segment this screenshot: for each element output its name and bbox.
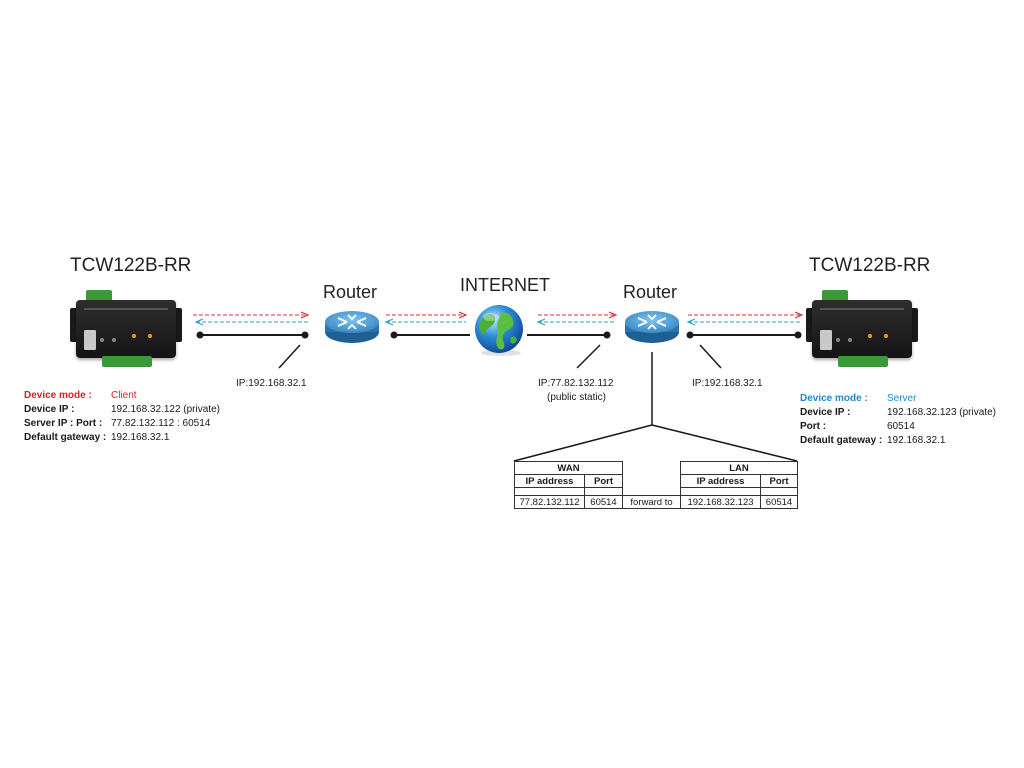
globe-icon xyxy=(475,305,523,356)
right-router-lan-ip: IP:192.168.32.1 xyxy=(692,378,763,389)
right-device-name: TCW122B-RR xyxy=(809,255,931,276)
left-mode-value: Client xyxy=(111,390,137,401)
lan-port-column-header: Port xyxy=(760,474,799,488)
forward-to-cell: forward to xyxy=(622,495,682,509)
left-gw-value: 192.168.32.1 xyxy=(111,432,170,443)
link-segment-4 xyxy=(686,315,803,339)
link-segment-1 xyxy=(193,315,309,339)
left-router-label: Router xyxy=(323,282,378,302)
right-router-label: Router xyxy=(623,282,678,302)
right-ip-label: Device IP : xyxy=(800,407,851,418)
left-gw-label: Default gateway : xyxy=(24,432,107,443)
right-mode-value: Server xyxy=(887,393,917,404)
right-router-wan-note: (public static) xyxy=(547,392,606,403)
right-port-label: Port : xyxy=(800,421,827,432)
right-gw-value: 192.168.32.1 xyxy=(887,435,946,446)
left-ip-value: 192.168.32.122 (private) xyxy=(111,404,220,415)
router-icon xyxy=(625,311,679,343)
table-row xyxy=(514,487,799,496)
tcw122b-device-icon xyxy=(70,290,182,370)
wan-ip-cell: 77.82.132.112 xyxy=(514,495,585,509)
pf-table-callout xyxy=(513,352,798,462)
left-server-value: 77.82.132.112 : 60514 xyxy=(111,418,211,429)
right-ip-value: 192.168.32.123 (private) xyxy=(887,407,996,418)
internet-label: INTERNET xyxy=(460,275,550,295)
right-gw-label: Default gateway : xyxy=(800,435,883,446)
right-router-wan-ip: IP:77.82.132.112 xyxy=(538,378,614,389)
lan-port-cell: 60514 xyxy=(760,495,799,509)
wan-port-cell: 60514 xyxy=(583,495,624,509)
wan-port-column-header: Port xyxy=(583,474,624,488)
lan-ip-column-header: IP address xyxy=(680,474,762,488)
table-row: 77.82.132.112 60514 forward to 192.168.3… xyxy=(514,495,799,509)
left-router-ip-leader xyxy=(278,344,301,369)
right-port-value: 60514 xyxy=(887,421,915,432)
left-device-name: TCW122B-RR xyxy=(70,255,192,276)
port-forward-table: WAN LAN IP address Port IP address Port … xyxy=(513,461,799,509)
wan-ip-column-header: IP address xyxy=(514,474,585,488)
wan-header: WAN xyxy=(513,461,624,475)
left-ip-label: Device IP : xyxy=(24,404,75,415)
right-router-wan-ip-leader xyxy=(576,344,601,369)
left-server-label: Server IP : Port : xyxy=(24,418,103,429)
table-row: WAN LAN xyxy=(513,461,799,475)
right-mode-label: Device mode : xyxy=(800,393,868,404)
link-segment-3 xyxy=(527,315,616,339)
table-row: IP address Port IP address Port xyxy=(514,474,799,488)
link-segment-2 xyxy=(386,315,470,339)
tcw122b-device-icon xyxy=(806,290,918,370)
left-router-ip: IP:192.168.32.1 xyxy=(236,378,307,389)
right-router-lan-ip-leader xyxy=(699,344,722,369)
router-icon xyxy=(325,311,379,343)
lan-ip-cell: 192.168.32.123 xyxy=(680,495,762,509)
left-mode-label: Device mode : xyxy=(24,390,92,401)
lan-header: LAN xyxy=(680,461,799,475)
